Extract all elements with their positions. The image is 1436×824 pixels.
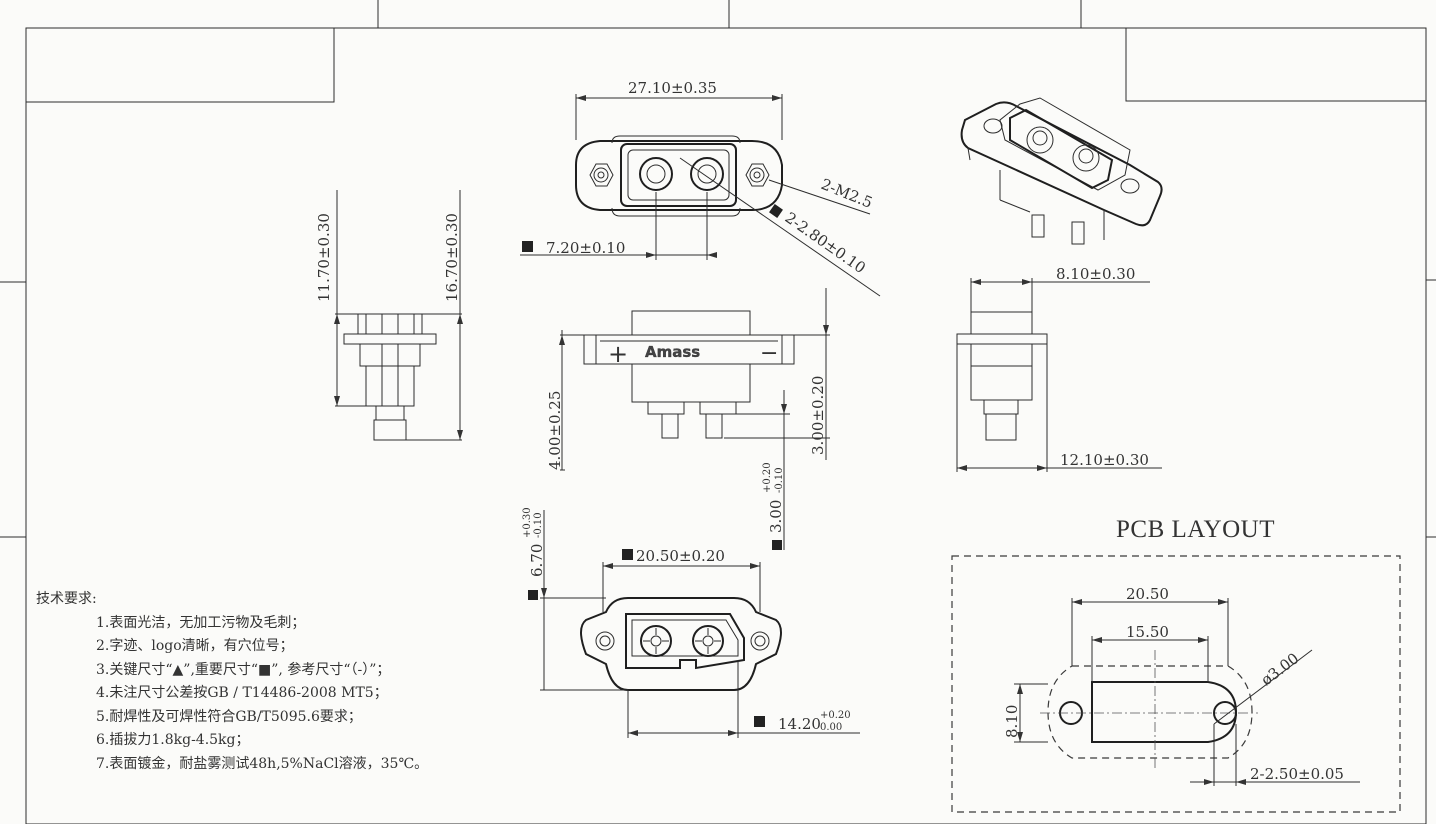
front-height-dim: 4.00±0.25 bbox=[546, 391, 564, 470]
right-top-dim: 8.10±0.30 bbox=[1056, 265, 1135, 283]
bottom-depth-tol-upper: +0.20 bbox=[820, 710, 851, 721]
important-mark-icon bbox=[522, 241, 533, 252]
note-item: 5.耐焊性及可焊性符合GB/T5095.6要求； bbox=[96, 708, 362, 725]
bottom-height-tol-lower: -0.10 bbox=[533, 512, 544, 538]
technical-notes: 技术要求: 1.表面光洁，无加工污物及毛刺； 2.字迹、logo清晰，有穴位号；… bbox=[36, 588, 428, 776]
pcb-pad-note: 2-2.50±0.05 bbox=[1250, 765, 1344, 783]
bottom-width-dim: 20.50±0.20 bbox=[636, 547, 725, 565]
hole-note: 2-2.80±0.10 bbox=[782, 209, 869, 278]
important-mark-icon bbox=[769, 204, 783, 218]
bottom-view: 20.50±0.20 6.70 +0.30 -0.10 14.20 +0.20 … bbox=[522, 507, 860, 738]
note-item: 1.表面光洁，无加工污物及毛刺； bbox=[96, 614, 306, 631]
plus-mark: + bbox=[608, 340, 628, 368]
pcb-height: 8.10 bbox=[1003, 705, 1021, 738]
pin-dim-2: 3.00 bbox=[767, 500, 785, 533]
pcb-outer-width: 20.50 bbox=[1126, 585, 1169, 603]
note-item: 4.未注尺寸公差按GB / T14486-2008 MT5； bbox=[96, 685, 388, 701]
left-side-view: 11.70±0.30 16.70±0.30 bbox=[315, 190, 463, 441]
pin-pitch-dim: 7.20±0.10 bbox=[546, 239, 625, 257]
isometric-view bbox=[960, 97, 1163, 245]
notes-title: 技术要求: bbox=[36, 591, 97, 607]
important-mark-icon bbox=[754, 716, 765, 727]
notes-list: 1.表面光洁，无加工污物及毛刺； 2.字迹、logo清晰，有穴位号； 3.关键尺… bbox=[36, 612, 428, 777]
pcb-hole-dia: ø3.00 bbox=[1258, 649, 1303, 689]
note-item: 6.插拔力1.8kg-4.5kg； bbox=[96, 732, 250, 748]
right-side-view: 8.10±0.30 12.10±0.30 bbox=[956, 265, 1162, 472]
bottom-depth-dim: 14.20 bbox=[778, 715, 821, 733]
important-mark-icon bbox=[528, 590, 538, 600]
note-item: 2.字迹、logo清晰，有穴位号； bbox=[96, 638, 294, 654]
bottom-depth-tol-lower: 0.00 bbox=[820, 722, 842, 733]
important-mark-icon bbox=[622, 549, 633, 560]
top-view: 27.10±0.35 2-M2.5 2-2.80±0.10 7.20±0.10 bbox=[520, 79, 881, 297]
note-item: 7.表面镀金，耐盐雾测试48h,5%NaCl溶液，35℃。 bbox=[96, 755, 429, 772]
pcb-layout-title: PCB LAYOUT bbox=[1116, 516, 1275, 543]
left-height-dim-1: 11.70±0.30 bbox=[315, 213, 333, 302]
pin-dim: 3.00±0.20 bbox=[809, 376, 827, 455]
right-bottom-dim: 12.10±0.30 bbox=[1060, 451, 1149, 469]
pin-dim-2-tol-upper: +0.20 bbox=[762, 462, 773, 493]
pcb-layout: 20.50 15.50 8.10 ø3.00 2-2.50±0.05 bbox=[951, 555, 1401, 813]
note-item: 3.关键尺寸“▲”,重要尺寸“■”, 参考尺寸“（-）”； bbox=[96, 661, 391, 678]
pin-dim-2-tol-lower: -0.10 bbox=[774, 467, 785, 493]
pcb-inner-width: 15.50 bbox=[1126, 623, 1169, 641]
bottom-height-tol-upper: +0.30 bbox=[522, 507, 533, 538]
minus-mark: − bbox=[760, 341, 778, 366]
top-width-dim: 27.10±0.35 bbox=[628, 79, 717, 97]
amass-logo: Amass bbox=[645, 343, 700, 361]
front-view: + − Amass 4.00±0.25 3.00±0.20 3.00 +0.20… bbox=[546, 288, 830, 550]
left-height-dim-2: 16.70±0.30 bbox=[443, 213, 461, 302]
important-mark-icon bbox=[772, 540, 782, 550]
bottom-height-dim: 6.70 bbox=[528, 544, 546, 577]
